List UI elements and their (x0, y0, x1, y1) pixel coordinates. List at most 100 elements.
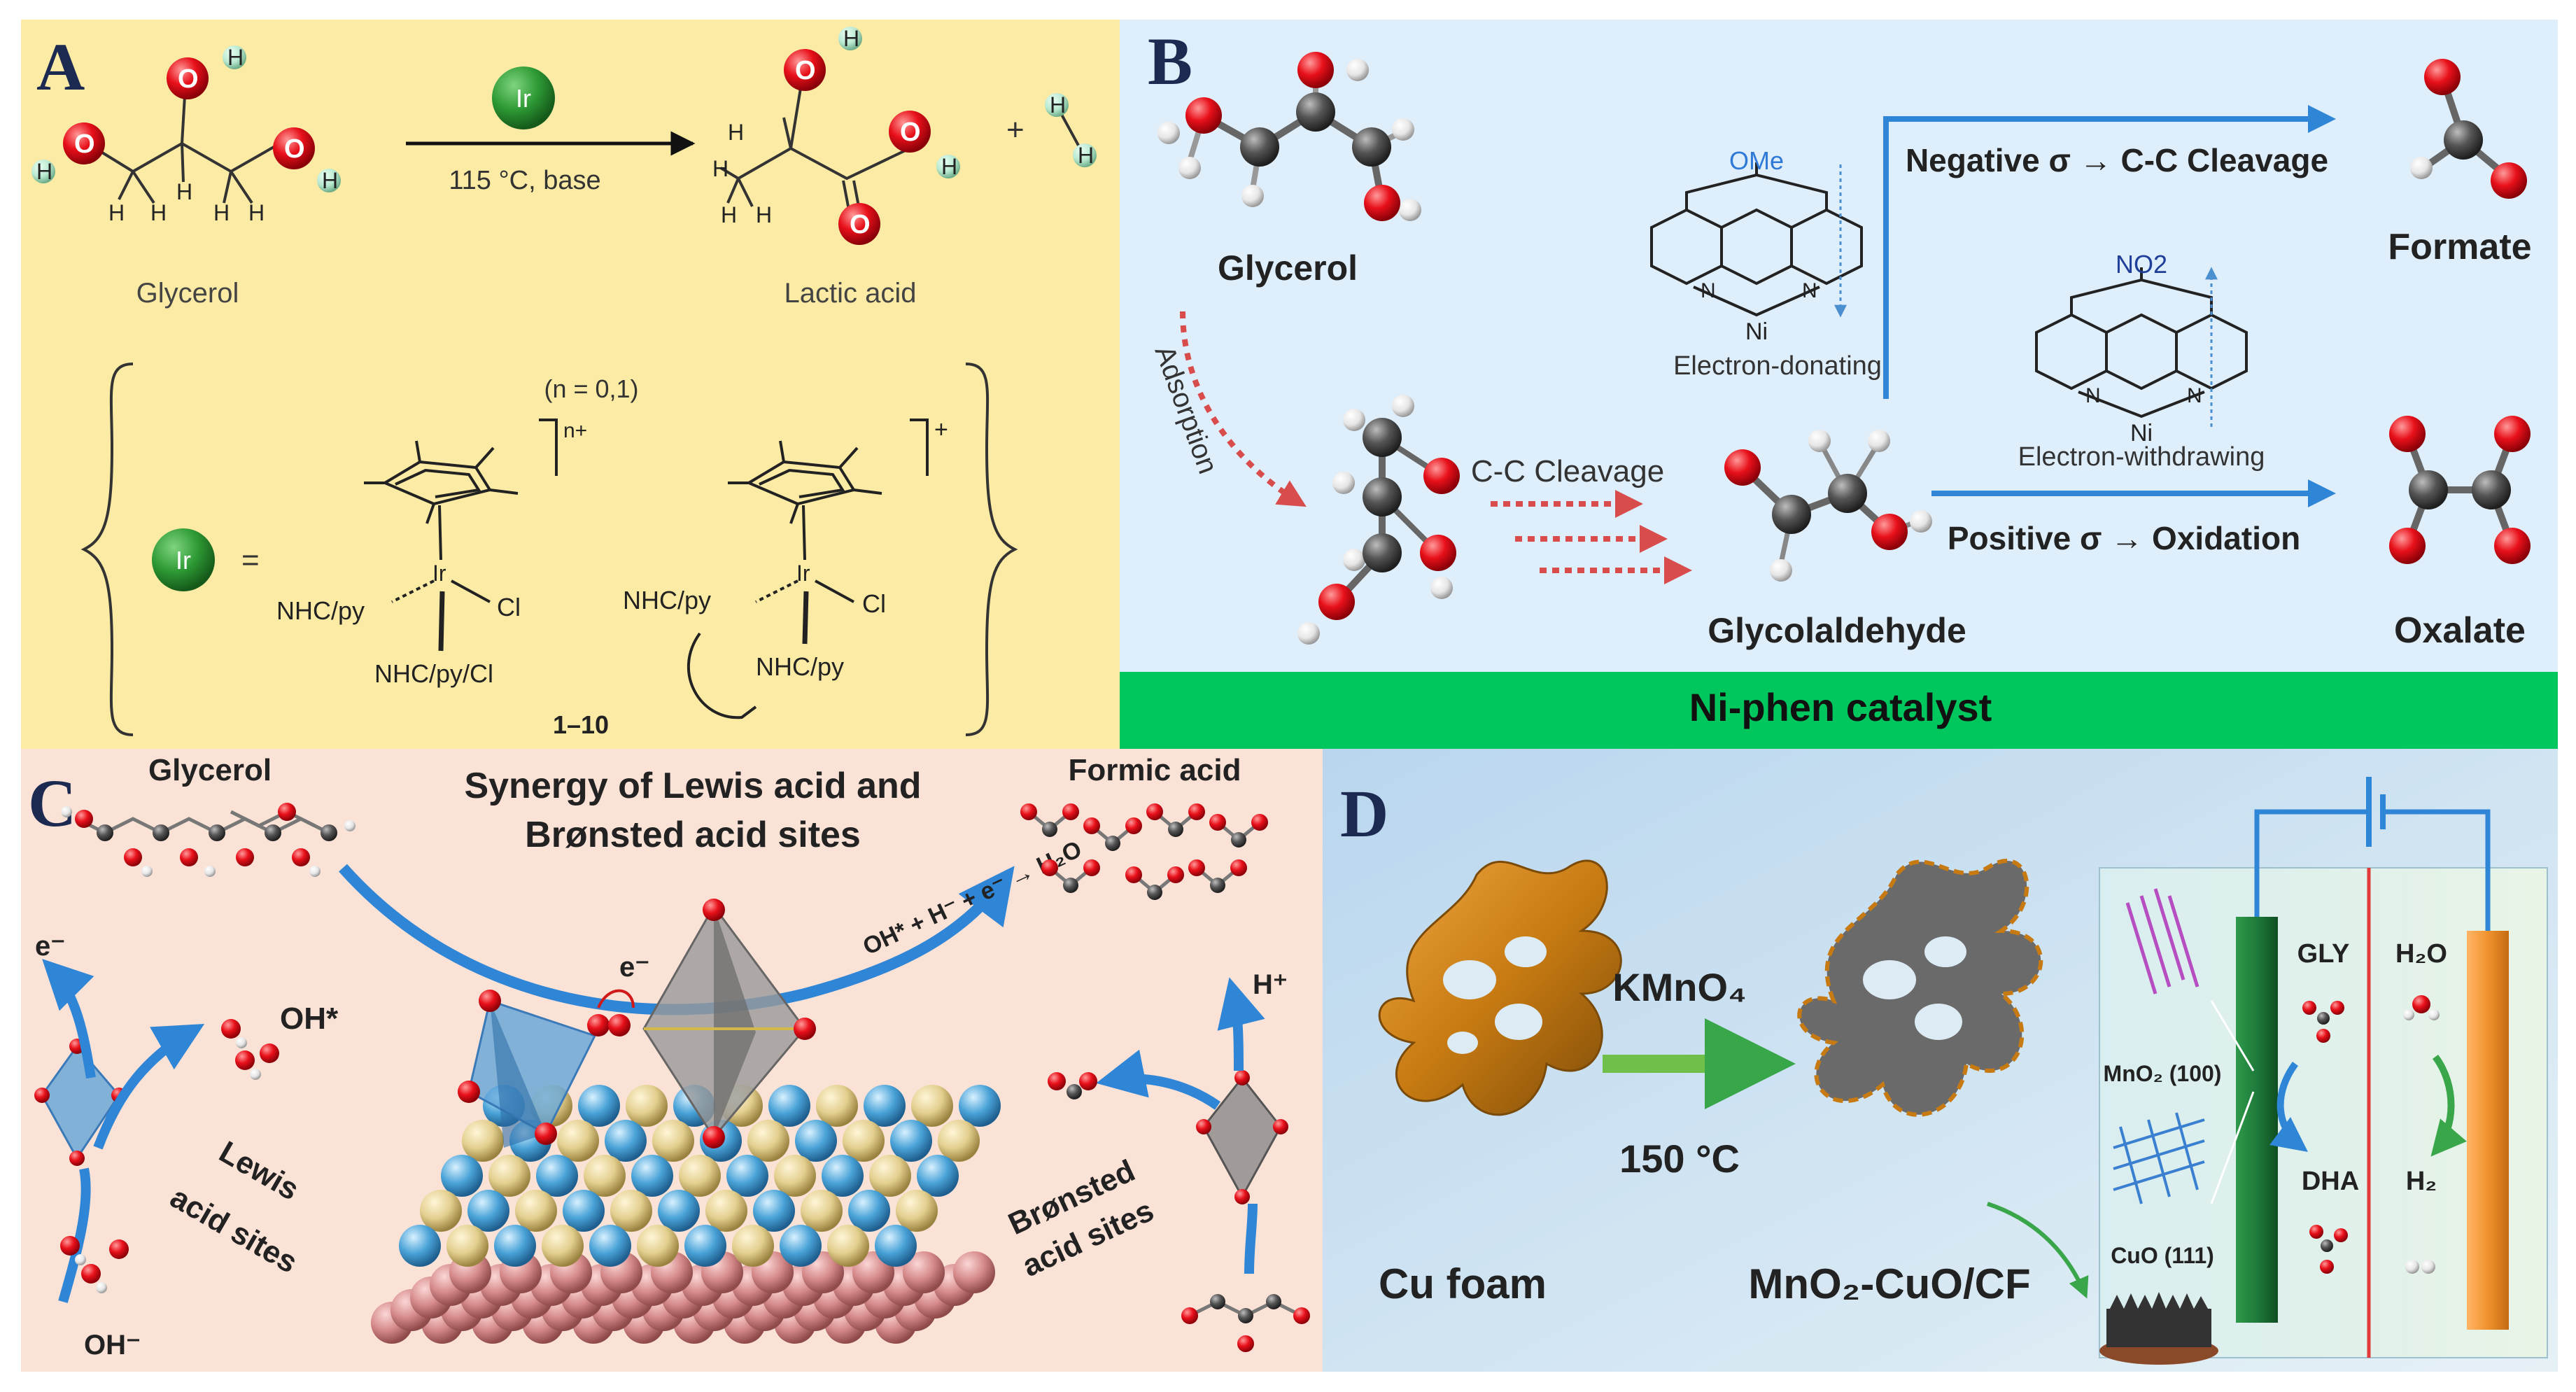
panel-d-letter: D (1340, 776, 1388, 851)
hydrogen-atom (317, 169, 341, 192)
left-brace (80, 363, 134, 736)
complex1-ligand-left: NHC/py (276, 596, 365, 625)
panel-b-catalyst-bar (1120, 672, 2558, 749)
cuo-foam-tile (2099, 1292, 2218, 1365)
surface-atom-blue (631, 1155, 673, 1197)
h-plus-label: H⁺ (1253, 969, 1288, 1000)
oh-star-label: OH* (280, 1001, 339, 1036)
zoom-arrow (1987, 1202, 2089, 1299)
surface-atom-gold (420, 1190, 462, 1232)
zoom-line (2210, 1091, 2255, 1204)
surface-atom-blue (605, 1120, 647, 1162)
surface-atom-gold (801, 1190, 843, 1232)
panel-a: A O O O H H H H H H H H Glycerol (21, 20, 1120, 749)
svg-text:H: H (176, 179, 192, 204)
panel-b-catalyst-label: Ni-phen catalyst (1689, 685, 1992, 729)
mno2-cuo-cf-shape (1797, 859, 2043, 1117)
oxygen-atom (1364, 185, 1400, 221)
hydrogen-atom (1343, 549, 1365, 571)
surface-atom-blue (589, 1225, 631, 1267)
oxygen-atom (838, 203, 880, 245)
hydrogen-atom (1392, 395, 1414, 417)
carbon-atom (209, 824, 225, 841)
svg-text:H: H (1050, 92, 1066, 118)
ome-label: OMe (1729, 146, 1784, 175)
carbon-atom (1363, 418, 1402, 457)
surface-atom-gold (610, 1190, 652, 1232)
h2-molecule (2405, 1260, 2435, 1274)
oxygen-atom (1423, 458, 1460, 494)
lactic-acid-atoms: O O O H H H H H H (712, 26, 960, 245)
oxygen-atom (1724, 449, 1761, 486)
oxygen-atom (75, 810, 93, 828)
oxygen-atom (1871, 514, 1908, 550)
surface-atom-blue (658, 1190, 700, 1232)
complex2-ir: Ir (796, 561, 810, 586)
composite-label: MnO₂-CuO/CF (1748, 1260, 2030, 1307)
bronsted-product-molecule (1048, 1072, 1097, 1099)
svg-text:H: H (712, 156, 729, 181)
lewis-site (34, 959, 205, 1303)
svg-text:H: H (843, 26, 859, 51)
adsorbed-glycerol-model (1297, 395, 1460, 645)
hydrogen-molecule: H H (1045, 92, 1097, 168)
carbon-atom (1828, 474, 1867, 513)
surface-atom-gold (938, 1120, 980, 1162)
svg-text:O: O (795, 56, 816, 85)
electron-withdrawing-label: Electron-withdrawing (2018, 442, 2265, 472)
oxygen-atom (273, 127, 315, 169)
hydrogen-atom (1178, 157, 1201, 179)
ir-ball-label: Ir (176, 546, 191, 575)
svg-text:O: O (900, 118, 921, 147)
phen-ni-no2 (2035, 267, 2248, 419)
lactic-acid-label: Lactic acid (784, 278, 917, 309)
svg-text:O: O (74, 129, 95, 159)
ni-label-ome: Ni (1745, 318, 1768, 345)
oxygen-atom (278, 803, 296, 821)
carbon-atom (2409, 470, 2448, 509)
svg-text:H: H (728, 120, 744, 145)
ir-complex-1 (364, 419, 558, 652)
equals-sign: = (241, 543, 260, 577)
surface-atom-blue (441, 1155, 483, 1197)
surface-atom-gold (652, 1120, 694, 1162)
plus-sign: + (1006, 113, 1025, 147)
bronsted-site (1096, 977, 1288, 1274)
h2o-h2-arrow (2430, 1055, 2468, 1157)
hydrogen-atom (1157, 122, 1180, 144)
kmno4-label: KMnO₄ (1612, 965, 1747, 1009)
oxygen-atom (2494, 528, 2531, 564)
ir-catalyst-label: Ir (516, 84, 531, 113)
surface-atom-gold (515, 1190, 557, 1232)
hydrogen-atom (1045, 93, 1069, 117)
ir-complex-2 (687, 419, 929, 719)
complex1-charge: n+ (563, 419, 587, 442)
hydrogen-atom (344, 820, 356, 831)
hydrogen-atom (1770, 559, 1792, 582)
electron-transfer-arrow (597, 989, 635, 1008)
oh-minus-molecules (60, 1236, 129, 1293)
carbon-atom (321, 824, 337, 841)
oxygen-atom (2389, 528, 2426, 564)
hydrogen-atom (1868, 430, 1890, 452)
phen-ni-ome (1650, 162, 1863, 317)
surface-atom-blue (864, 1085, 906, 1127)
glycerol-label-b: Glycerol (1218, 248, 1358, 288)
surface-atom-gold (911, 1085, 953, 1127)
surface-atom-gold (869, 1155, 911, 1197)
hydrogen-atom (1910, 510, 1932, 533)
surface-atom-blue (563, 1190, 605, 1232)
oxalate-label: Oxalate (2394, 610, 2526, 651)
carbon-atom (265, 824, 281, 841)
complex2-ligand-bottom: NHC/py (756, 652, 844, 681)
svg-text:H: H (150, 200, 167, 225)
mno2-crystal (2125, 888, 2200, 994)
cuo-crystal (2113, 1112, 2205, 1204)
surface-atom-gold (446, 1225, 488, 1267)
carbon-atom (1352, 127, 1391, 167)
surface-atom-gold (827, 1225, 869, 1267)
catalyst-surface (371, 1085, 1001, 1344)
hydrogen-atom (1399, 199, 1421, 221)
oxygen-atom (2494, 416, 2531, 452)
